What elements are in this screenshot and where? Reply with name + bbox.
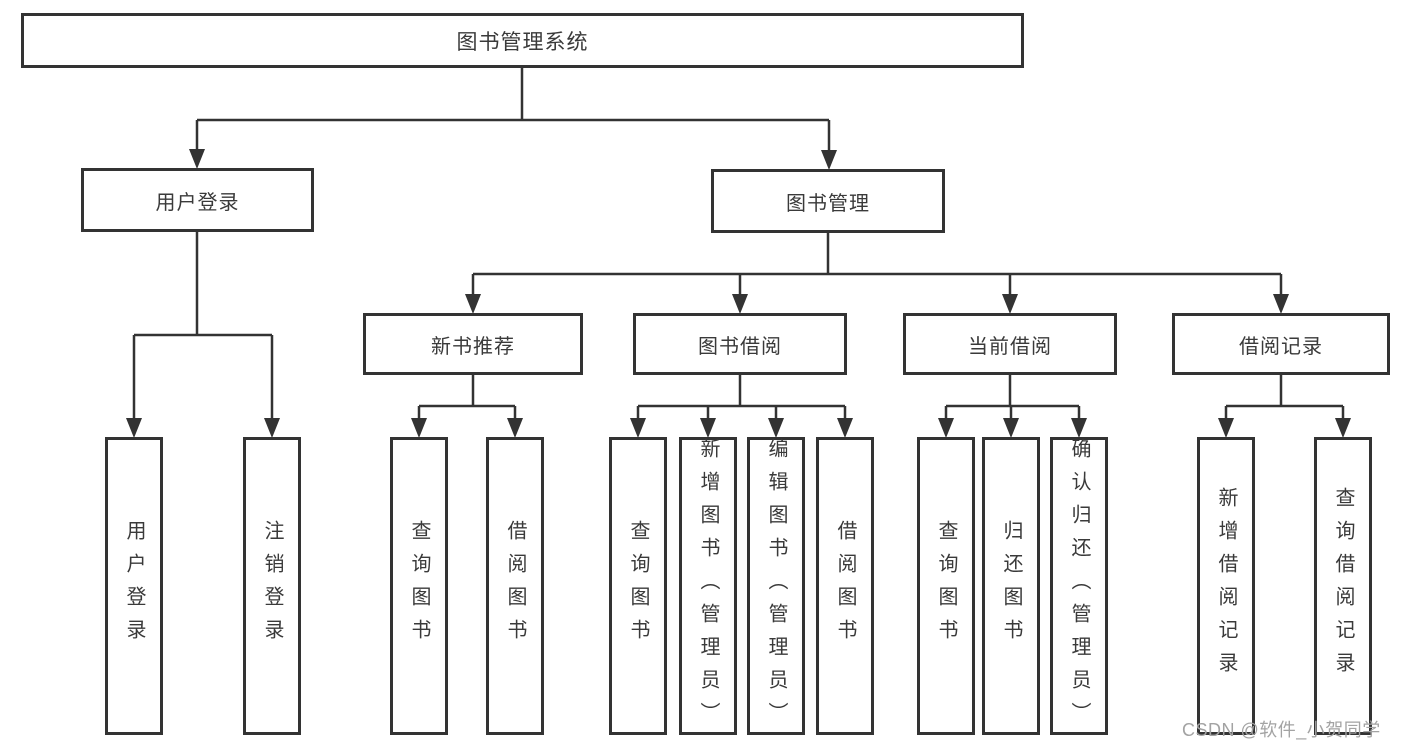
leaf-return-books-label: 归还图书 [1000, 520, 1022, 652]
leaf-query-books-borrowing: 查询图书 [609, 437, 667, 735]
node-book-management-label: 图书管理 [786, 192, 870, 215]
node-library-system: 图书管理系统 [21, 13, 1024, 68]
leaf-user-login: 用户登录 [105, 437, 163, 735]
leaf-query-books-current-label: 查询图书 [935, 520, 957, 652]
node-book-borrowing: 图书借阅 [633, 313, 847, 375]
leaf-borrow-books-label: 借阅图书 [834, 520, 856, 652]
node-borrow-records: 借阅记录 [1172, 313, 1390, 375]
leaf-query-books-current: 查询图书 [917, 437, 975, 735]
csdn-watermark: CSDN @软件_小贺同学 [1182, 720, 1381, 740]
leaf-add-books-admin-label: 新增图书（管理员） [697, 437, 719, 735]
leaf-add-borrow-record-label: 新增借阅记录 [1215, 487, 1237, 685]
node-book-borrowing-label: 图书借阅 [698, 335, 782, 358]
node-user-login-label: 用户登录 [155, 191, 240, 214]
leaf-add-books-admin: 新增图书（管理员） [679, 437, 737, 735]
leaf-query-books-recommend: 查询图书 [390, 437, 448, 735]
leaf-query-borrow-record: 查询借阅记录 [1314, 437, 1372, 735]
leaf-edit-books-admin-label: 编辑图书（管理员） [765, 437, 787, 735]
node-user-login: 用户登录 [81, 168, 314, 232]
node-book-management: 图书管理 [711, 169, 945, 233]
leaf-borrow-books-recommend-label: 借阅图书 [504, 520, 526, 652]
node-current-borrowing: 当前借阅 [903, 313, 1117, 375]
leaf-query-borrow-record-label: 查询借阅记录 [1332, 487, 1354, 685]
leaf-logout: 注销登录 [243, 437, 301, 735]
leaf-confirm-return-admin-label: 确认归还（管理员） [1068, 437, 1090, 735]
leaf-query-books-recommend-label: 查询图书 [408, 520, 430, 652]
node-new-book-recommend-label: 新书推荐 [431, 335, 515, 358]
node-library-system-label: 图书管理系统 [456, 30, 589, 54]
leaf-user-login-label: 用户登录 [123, 520, 145, 652]
node-borrow-records-label: 借阅记录 [1239, 335, 1323, 358]
leaf-query-books-borrowing-label: 查询图书 [627, 520, 649, 652]
leaf-return-books: 归还图书 [982, 437, 1040, 735]
leaf-add-borrow-record: 新增借阅记录 [1197, 437, 1255, 735]
leaf-confirm-return-admin: 确认归还（管理员） [1050, 437, 1108, 735]
leaf-logout-label: 注销登录 [261, 520, 283, 652]
node-current-borrowing-label: 当前借阅 [968, 335, 1052, 358]
leaf-edit-books-admin: 编辑图书（管理员） [747, 437, 805, 735]
node-new-book-recommend: 新书推荐 [363, 313, 583, 375]
leaf-borrow-books-recommend: 借阅图书 [486, 437, 544, 735]
leaf-borrow-books: 借阅图书 [816, 437, 874, 735]
